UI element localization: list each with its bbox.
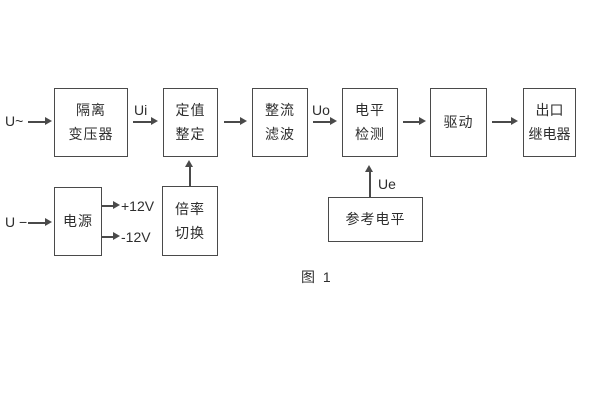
block-label: 滤波 (265, 126, 295, 142)
label-signal-ue: Ue (378, 176, 396, 192)
block-label: 整流 (265, 102, 295, 118)
block-label: 变压器 (68, 126, 114, 142)
block-setting-adjust: 定值 整定 (163, 88, 218, 157)
block-reference-level: 参考电平 (328, 197, 423, 242)
block-label: 切换 (175, 224, 205, 241)
arrow-ac-to-transformer (28, 118, 52, 124)
arrow-dc-to-power (28, 219, 52, 225)
arrow-ratio-to-setting (186, 160, 192, 186)
arrow-setting-to-rectifier (224, 118, 247, 124)
block-label: 检测 (355, 126, 385, 142)
block-label: 整定 (175, 126, 206, 142)
block-label: 继电器 (528, 126, 571, 142)
label-signal-uo: Uo (312, 102, 330, 118)
label-input-dc: U − (5, 214, 28, 230)
arrow-reference-to-level (366, 165, 372, 197)
arrow-rectifier-to-level (313, 118, 337, 124)
block-label: 参考电平 (345, 211, 406, 227)
block-label: 隔离 (76, 102, 106, 118)
block-label: 定值 (175, 102, 206, 118)
arrow-level-to-drive (403, 118, 426, 124)
block-power-supply: 电源 (54, 187, 102, 256)
label-signal-plus12v: +12V (121, 198, 155, 214)
block-label: 出口 (535, 102, 564, 118)
label-input-ac: U~ (5, 113, 24, 129)
figure-caption: 图 1 (301, 269, 333, 285)
block-level-detect: 电平 检测 (342, 88, 398, 157)
block-ratio-switch: 倍率 切换 (162, 186, 218, 256)
block-drive: 驱动 (430, 88, 487, 157)
block-isolation-transformer: 隔离 变压器 (54, 88, 128, 157)
block-label: 电源 (63, 213, 93, 229)
block-output-relay: 出口 继电器 (523, 88, 576, 157)
block-label: 电平 (355, 102, 385, 118)
block-label: 倍率 (175, 200, 205, 217)
block-label: 驱动 (443, 114, 474, 130)
arrow-transformer-to-setting (133, 118, 158, 124)
label-signal-ui: Ui (134, 102, 148, 118)
block-rectifier-filter: 整流 滤波 (252, 88, 308, 157)
label-signal-minus12v: -12V (121, 229, 151, 245)
arrow-power-plus12v (102, 202, 120, 208)
arrow-drive-to-relay (492, 118, 518, 124)
arrow-power-minus12v (102, 233, 120, 239)
